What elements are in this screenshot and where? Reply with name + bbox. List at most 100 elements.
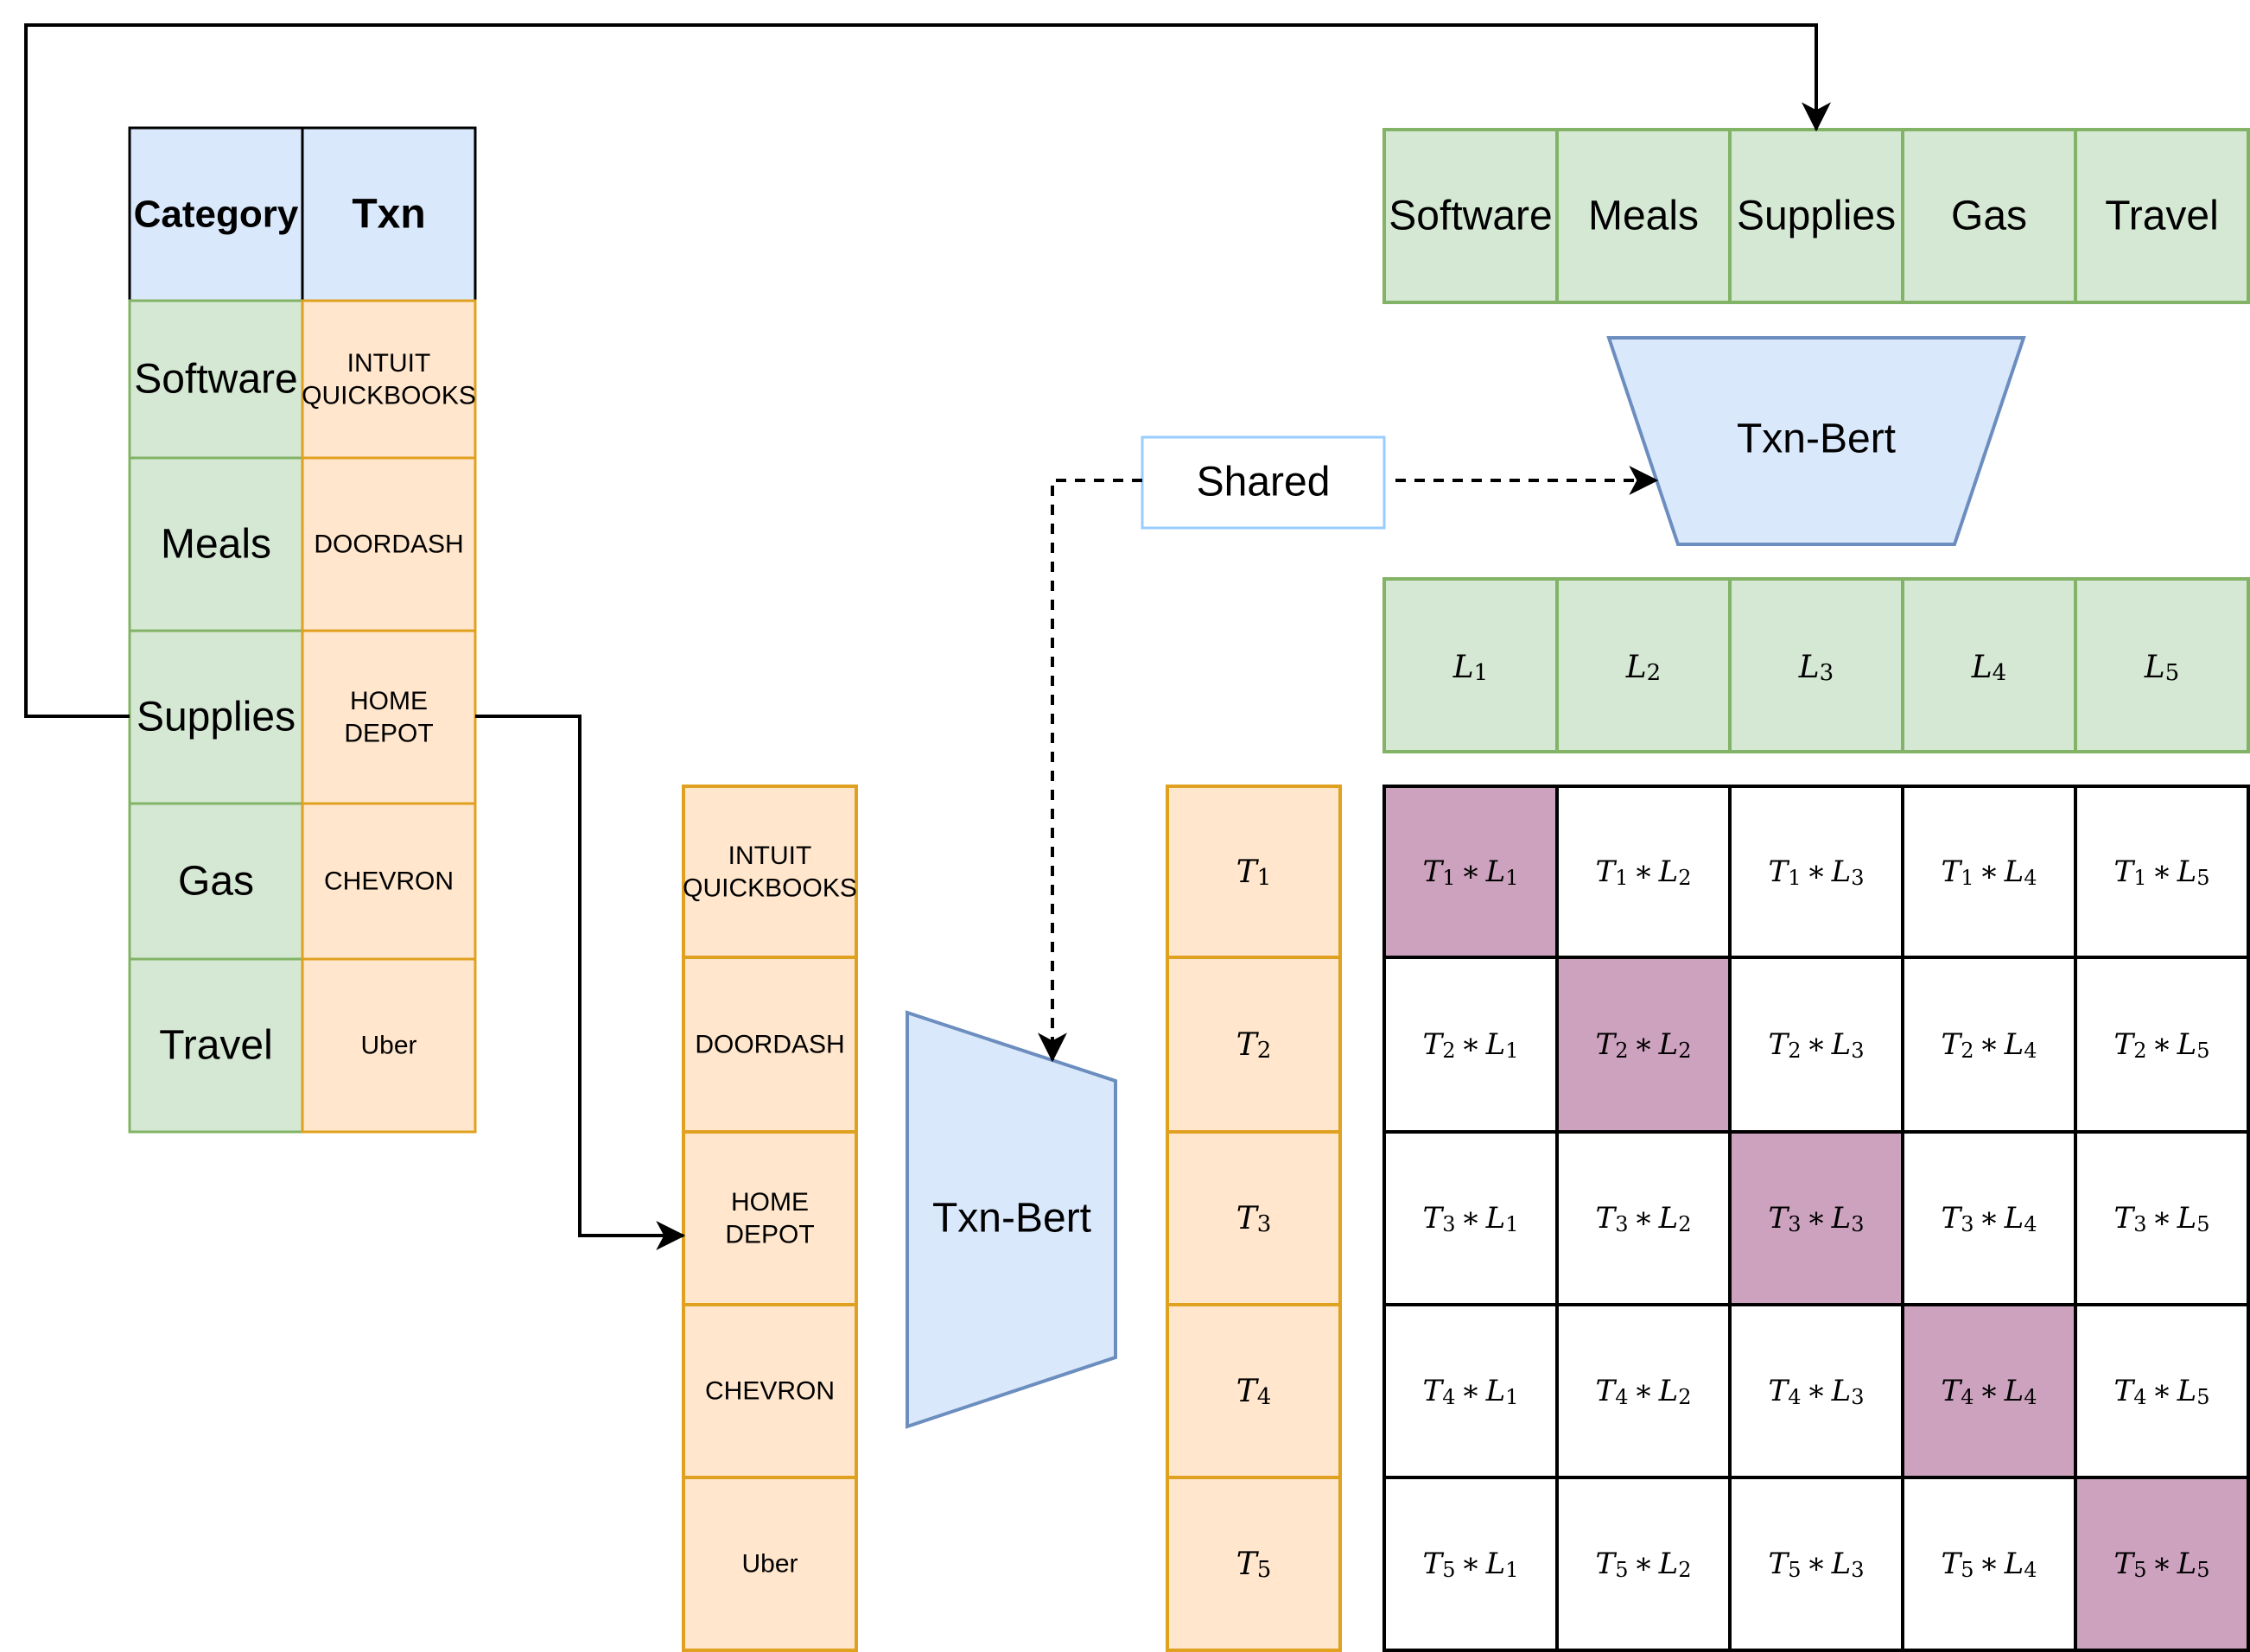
symbol: T (1596, 1027, 1618, 1062)
matrix-cell-text: T1∗L2 (1596, 855, 1692, 890)
txn-embedding-text: T5 (1236, 1547, 1272, 1584)
symbol: T (1596, 1374, 1618, 1408)
subscript: 2 (1788, 1039, 1801, 1063)
subscript: 5 (1257, 1557, 1272, 1583)
symbol: T (2114, 1374, 2136, 1408)
subscript: 5 (1615, 1558, 1628, 1582)
symbol: T (1423, 855, 1445, 889)
txn-cell (301, 802, 477, 961)
label-embedding-text: L2 (1625, 650, 1661, 687)
symbol: T (1236, 1547, 1260, 1582)
matrix-cell-text: T5∗L2 (1596, 1547, 1692, 1582)
subscript: 1 (1505, 1039, 1518, 1063)
symbol: L (2177, 1027, 2197, 1062)
matrix-cell (1382, 1303, 1559, 1479)
subscript: 3 (1851, 1212, 1864, 1236)
subscript: 4 (2024, 1385, 2037, 1409)
txn-column-text-line: Uber (741, 1550, 798, 1579)
symbol: T (2114, 1547, 2136, 1581)
symbol: L (1831, 1374, 1852, 1408)
subscript: 1 (1474, 660, 1489, 686)
txn-cell (301, 629, 477, 805)
subscript: 4 (2024, 866, 2037, 890)
symbol: T (2114, 855, 2136, 889)
subscript: 1 (1615, 866, 1628, 890)
operator: ∗ (1461, 1027, 1481, 1062)
operator: ∗ (1634, 1547, 1654, 1581)
subscript: 2 (1678, 1212, 1691, 1236)
operator: ∗ (2152, 855, 2172, 889)
header-txn-line: Txn (352, 192, 425, 238)
symbol: L (1625, 650, 1647, 685)
subscript: 3 (1851, 1039, 1864, 1063)
operator: ∗ (1980, 1547, 1999, 1581)
subscript: 2 (1961, 1039, 1974, 1063)
txn-embedding-cell (1166, 1476, 1342, 1652)
txn-encoder-text-line: Txn-Bert (932, 1196, 1091, 1242)
symbol: T (1942, 1027, 1963, 1062)
symbol: L (1658, 1547, 1679, 1581)
symbol: L (1485, 1027, 1506, 1062)
txn-column-text: CHEVRON (705, 1377, 835, 1406)
matrix-cell-text: T5∗L3 (1769, 1547, 1865, 1582)
subscript: 3 (1851, 1385, 1864, 1409)
matrix-cell (2074, 1303, 2250, 1479)
txn-cell (301, 299, 477, 460)
txn-column-cell (682, 1476, 858, 1652)
subscript: 4 (2024, 1212, 2037, 1236)
txn-column-text-line: DEPOT (725, 1220, 814, 1249)
symbol: L (2004, 1027, 2024, 1062)
matrix-cell-text: T4∗L1 (1423, 1374, 1519, 1409)
matrix-cell-diagonal (2074, 1476, 2250, 1652)
subscript: 5 (2196, 1039, 2209, 1063)
subscript: 1 (1257, 865, 1272, 891)
symbol: T (1596, 855, 1618, 889)
matrix-cell (1555, 1130, 1732, 1306)
matrix-cell (1728, 785, 1904, 959)
txn-label: DOORDASH (314, 531, 463, 559)
symbol: L (2177, 1547, 2197, 1581)
symbol: T (1423, 1547, 1445, 1581)
subscript: 3 (1442, 1212, 1455, 1236)
label-text-line: Supplies (1737, 194, 1896, 239)
matrix-cell-diagonal (1728, 1130, 1904, 1306)
matrix-cell-text: T3∗L4 (1942, 1201, 2037, 1236)
txn-column-text-line: QUICKBOOKS (683, 874, 857, 902)
operator: ∗ (1980, 1027, 1999, 1062)
category-cell (128, 299, 304, 460)
symbol: T (1942, 1201, 1963, 1236)
header-cell-category (128, 126, 304, 302)
label-embedding-cell (1555, 577, 1732, 753)
txn-cell (301, 456, 477, 632)
label-cell (1901, 128, 2077, 304)
label-embedding-cell (1901, 577, 2077, 753)
header-category: Category (134, 194, 299, 236)
matrix-cell-text: T2∗L2 (1596, 1027, 1692, 1063)
label-text: Travel (2105, 194, 2219, 239)
symbol: T (1596, 1201, 1618, 1236)
subscript: 5 (2196, 1212, 2209, 1236)
label-encoder-text-line: Txn-Bert (1737, 416, 1896, 462)
subscript: 1 (1442, 866, 1455, 890)
symbol: T (1423, 1201, 1445, 1236)
txn-encoder-text: Txn-Bert (932, 1196, 1091, 1242)
txn-column-text: Uber (741, 1550, 798, 1579)
subscript: 3 (1257, 1211, 1272, 1237)
symbol: T (1236, 1027, 1260, 1063)
txn-label-line: INTUIT (347, 349, 431, 378)
symbol: L (2004, 1201, 2024, 1236)
label-embedding-text: L1 (1452, 650, 1488, 687)
txn-label-line: DOORDASH (314, 531, 463, 559)
txn-label-line: Uber (360, 1032, 416, 1060)
symbol: L (1658, 1374, 1679, 1408)
subscript: 5 (2133, 1558, 2146, 1582)
operator: ∗ (1461, 1201, 1481, 1236)
subscript: 3 (1615, 1212, 1628, 1236)
subscript: 1 (2133, 866, 2146, 890)
txn-column-cell (682, 956, 858, 1134)
subscript: 2 (2133, 1039, 2146, 1063)
matrix-cell-text: T2∗L3 (1769, 1027, 1865, 1063)
